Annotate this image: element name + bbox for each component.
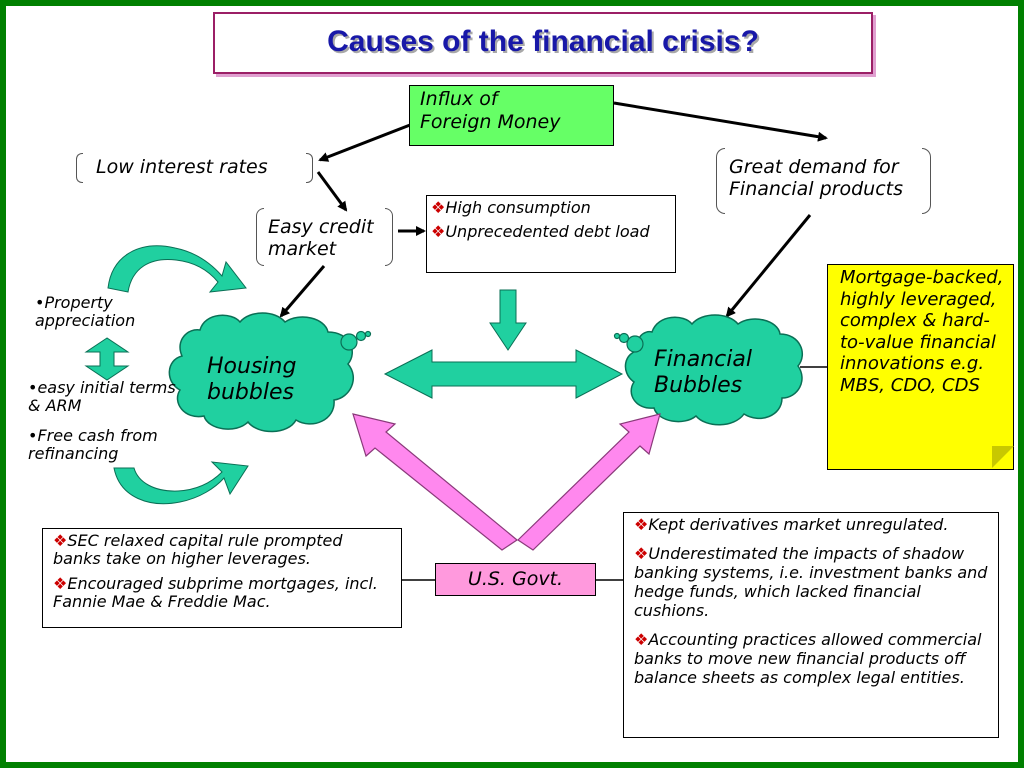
bullet-diamond-icon: ❖ [431, 222, 446, 241]
govt-failures-box: ❖Kept derivatives market unregulated. ❖U… [623, 512, 999, 738]
arrow-influx-to-demand [613, 101, 828, 142]
mortgage-note: Mortgage-backed, highly leveraged, compl… [827, 264, 1014, 470]
housing-cloud [168, 312, 372, 433]
govt-failure-item: ❖Kept derivatives market unregulated. [634, 515, 949, 534]
consumption-item: ❖High consumption [431, 198, 591, 217]
housing-factor-item: •Free cash from refinancing [28, 426, 158, 463]
us-govt-box: U.S. Govt. [435, 563, 596, 596]
low-rates-left-bracket [76, 153, 83, 183]
low-interest-rates: Low interest rates [96, 156, 268, 178]
easy-credit-market: Easy credit market [262, 208, 397, 266]
financial-cloud [613, 314, 803, 426]
bullet-diamond-icon: ❖ [634, 515, 649, 534]
double-arrow [383, 349, 624, 399]
title-box [213, 12, 873, 74]
down-arrow [489, 289, 527, 351]
arrow-low-rates-to-credit [316, 171, 348, 212]
arrow-credit-to-housing [279, 265, 326, 318]
easy-credit-line2: market [268, 238, 337, 260]
housing-factor-item: •easy initial terms & ARM [28, 378, 176, 415]
govt-failure-item: ❖Underestimated the impacts of shadow ba… [634, 544, 988, 620]
consumption-item: ❖Unprecedented debt load [431, 222, 650, 241]
influx-line2: Foreign Money [420, 111, 561, 133]
bullet-diamond-icon: ❖ [53, 531, 68, 550]
vertical-double-arrow [84, 337, 130, 381]
bullet-diamond-icon: ❖ [431, 198, 446, 217]
arrow-influx-to-low-rates [318, 123, 411, 162]
great-demand: Great demand for Financial products [718, 148, 931, 214]
page-title: Causes of the financial crisis? [327, 25, 759, 58]
property-appreciation: •Property appreciation [35, 293, 136, 330]
easy-credit-line1: Easy credit [268, 216, 374, 238]
sec-box: ❖SEC relaxed capital rule prompted banks… [42, 528, 402, 628]
housing-factors-list: •easy initial terms & ARM •Free cash fro… [28, 379, 188, 463]
great-demand-line1: Great demand for [729, 156, 899, 178]
govt-to-financial-arrow [517, 413, 661, 551]
influx-box: Influx of Foreign Money [409, 85, 614, 146]
great-demand-line2: Financial products [729, 178, 904, 200]
bullet-diamond-icon: ❖ [634, 630, 649, 649]
sec-item: ❖SEC relaxed capital rule prompted banks… [53, 531, 343, 568]
govt-failure-item: ❖Accounting practices allowed commercial… [634, 630, 982, 687]
consumption-box: ❖High consumption ❖Unprecedented debt lo… [426, 195, 676, 273]
arrow-demand-to-financial [725, 214, 812, 318]
govt-to-housing-arrow [352, 413, 519, 551]
curved-arrow-bottom [113, 461, 249, 505]
sec-item: ❖Encouraged subprime mortgages, incl. Fa… [53, 574, 378, 611]
influx-line1: Influx of [420, 88, 498, 110]
bullet-diamond-icon: ❖ [634, 544, 649, 563]
financial-bubbles-label: Financial Bubbles [654, 347, 752, 398]
bullet-diamond-icon: ❖ [53, 574, 68, 593]
housing-bubbles-label: Housing bubbles [207, 354, 297, 405]
curved-arrow-top [107, 245, 247, 293]
